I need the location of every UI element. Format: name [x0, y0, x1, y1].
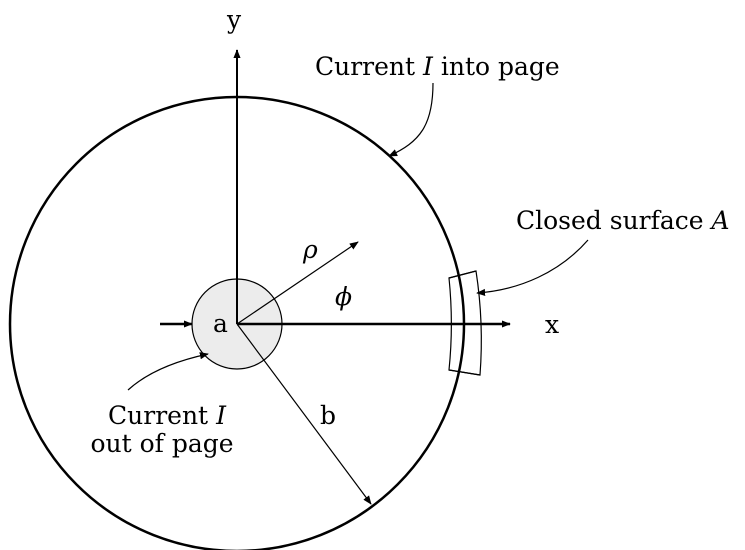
- inner-radius-label: a: [213, 309, 228, 338]
- closed-surface-a-bottom-cap: [448, 369, 481, 376]
- rho-vector: [236, 241, 359, 325]
- x-axis-label: x: [545, 310, 559, 339]
- phi-label: ϕ: [335, 282, 352, 311]
- closed-surface-leader: [476, 239, 589, 297]
- outer-current-label: Current I into page: [315, 52, 560, 81]
- radius-b-vector: [236, 323, 372, 505]
- closed-surface-a-top-cap: [448, 270, 477, 279]
- inner-current-label-line2: out of page: [90, 429, 233, 458]
- outer-current-leader: [388, 82, 434, 157]
- y-axis-label: y: [226, 5, 242, 34]
- rho-label: ρ: [302, 235, 318, 264]
- closed-surface-label: Closed surface A: [516, 206, 730, 235]
- outer-radius-label: b: [320, 401, 336, 430]
- inner-current-leader: [127, 352, 209, 391]
- inner-current-label-line1: Current I: [108, 401, 227, 430]
